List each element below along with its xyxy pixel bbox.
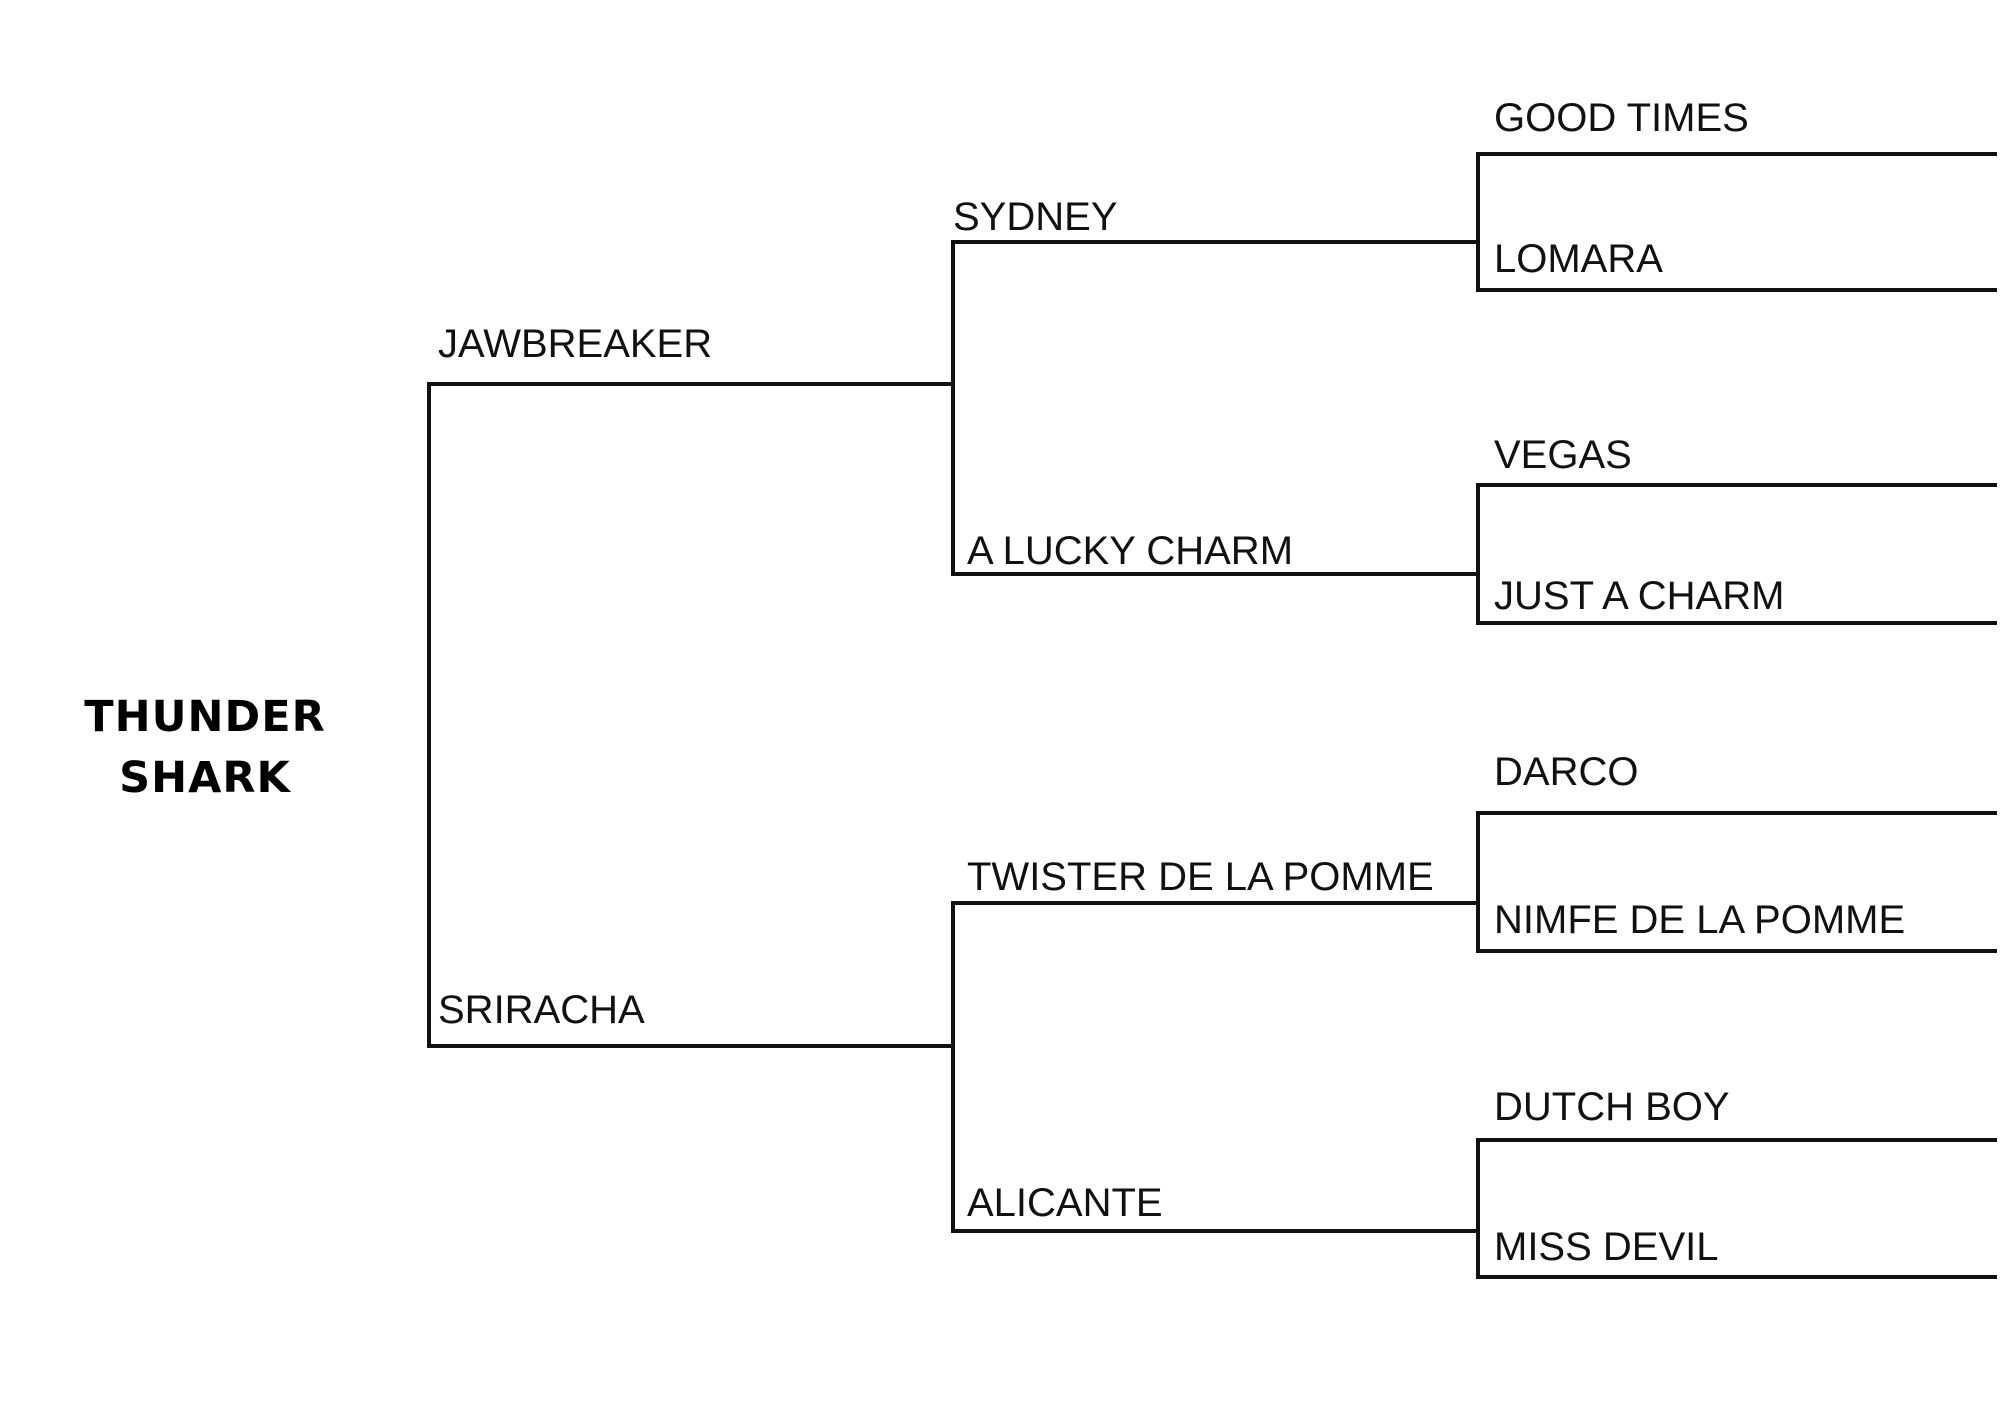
parents-bracket: JAWBREAKER SRIRACHA [427, 322, 955, 1048]
ds-dam-name: NIMFE DE LA POMME [1494, 898, 1905, 942]
ss-parents-bracket: GOOD TIMES LOMARA [1476, 96, 1997, 292]
sire-dam-name: A LUCKY CHARM [967, 529, 1293, 573]
dd-parents-bracket: DUTCH BOY MISS DEVIL [1476, 1085, 1997, 1279]
ss-sire-name: GOOD TIMES [1494, 96, 1749, 140]
dam-dam-name: ALICANTE [967, 1181, 1163, 1225]
sd-dam-name: JUST A CHARM [1494, 574, 1784, 618]
dam-sire-name: TWISTER DE LA POMME [967, 855, 1434, 899]
ds-sire-name: DARCO [1494, 750, 1638, 794]
ss-dam-name: LOMARA [1494, 237, 1663, 281]
subject-name-line2: SHARK [119, 753, 291, 803]
dam-parents-bracket: TWISTER DE LA POMME ALICANTE [951, 855, 1480, 1233]
sire-name: JAWBREAKER [438, 322, 712, 366]
ds-parents-bracket: DARCO NIMFE DE LA POMME [1476, 750, 1997, 953]
subject: THUNDER SHARK [84, 692, 325, 803]
sd-parents-bracket: VEGAS JUST A CHARM [1476, 433, 1997, 625]
sd-sire-name: VEGAS [1494, 433, 1632, 477]
subject-name-line1: THUNDER [84, 692, 325, 742]
dd-dam-name: MISS DEVIL [1494, 1225, 1719, 1269]
dam-name: SRIRACHA [438, 988, 645, 1032]
dd-sire-name: DUTCH BOY [1494, 1085, 1730, 1129]
sire-parents-bracket: SYDNEY A LUCKY CHARM [951, 195, 1480, 576]
sire-sire-name: SYDNEY [953, 195, 1118, 239]
